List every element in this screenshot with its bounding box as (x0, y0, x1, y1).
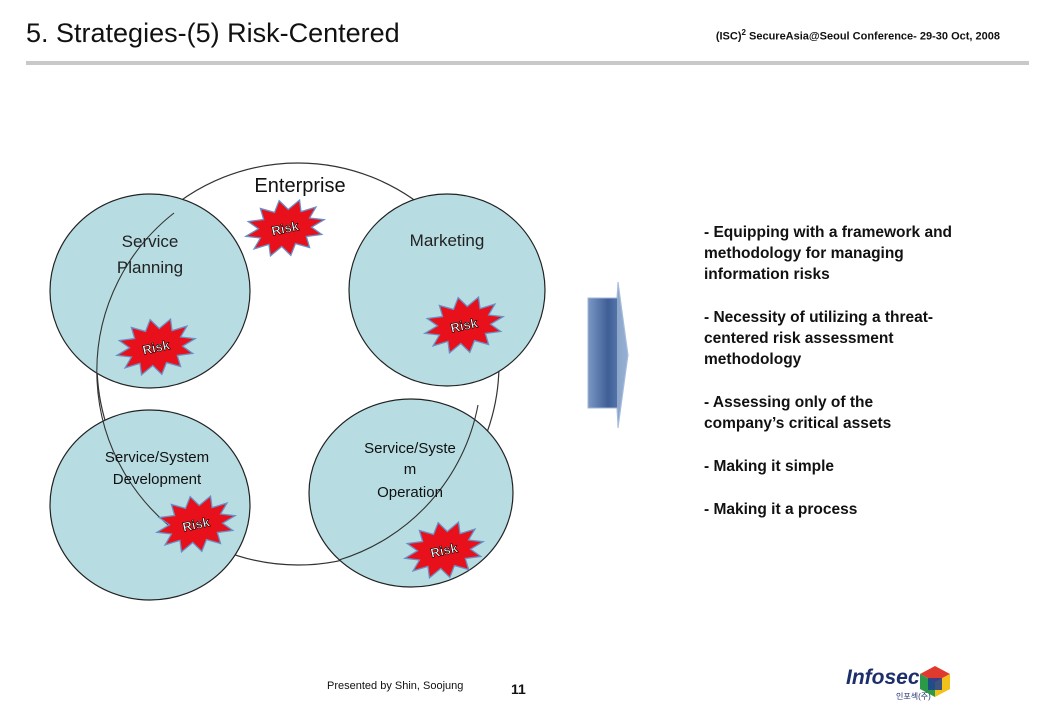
enterprise-overlap-arc-right (338, 404, 479, 561)
risk-burst-marketing: Risk (422, 295, 506, 355)
service-planning-label-line1: Service (122, 232, 179, 251)
enterprise-overlap-arc-left (96, 212, 185, 538)
infosec-logo: Infosec 인포섹(주) (846, 660, 950, 702)
risk-label: Risk (181, 514, 212, 535)
conference-prefix: (ISC) (715, 30, 742, 43)
bullet-item: - Necessity of utilizing a threat-center… (704, 309, 934, 368)
enterprise-label: Enterprise (254, 175, 345, 197)
bullet-item: - Equipping with a framework and methodo… (704, 224, 953, 283)
conference-superscript: 2 (741, 28, 746, 37)
risk-burst-development: Risk (154, 494, 238, 554)
logo-subtext: 인포섹(주) (896, 692, 931, 701)
strategy-bullet-list: - Equipping with a framework and methodo… (704, 222, 954, 542)
logo-cube-icon (920, 666, 950, 697)
conference-label: (ISC)2 SecureAsia@Seoul Conference- 29-3… (716, 28, 1000, 43)
marketing-circle (348, 193, 546, 387)
bullet-item: - Making it simple (704, 458, 835, 475)
operation-label-line1: Service/Syste (364, 440, 456, 457)
marketing-label: Marketing (410, 231, 485, 250)
right-arrow-icon (587, 281, 629, 429)
bullet-item: - Assessing only of the company’s critic… (704, 394, 892, 432)
risk-burst-enterprise: Risk (243, 198, 327, 258)
conference-rest: SecureAsia@Seoul Conference- 29-30 Oct, … (745, 30, 1000, 43)
service-planning-circle (49, 193, 251, 389)
development-label-line1: Service/System (105, 449, 209, 466)
service-planning-label-line2: Planning (117, 258, 183, 277)
risk-burst-operation: Risk (402, 520, 486, 580)
risk-label: Risk (141, 337, 172, 358)
risk-label: Risk (270, 218, 301, 239)
presenter-credit: Presented by Shin, Soojung (327, 680, 464, 692)
operation-label-line2: m (404, 461, 417, 478)
bullet-item: - Making it a process (704, 501, 858, 518)
page-title: 5. Strategies-(5) Risk-Centered (26, 18, 400, 48)
risk-burst-service-planning: Risk (114, 317, 198, 377)
logo-text: Infosec (846, 666, 920, 689)
risk-label: Risk (449, 315, 480, 336)
development-label-line2: Development (113, 471, 202, 488)
operation-label-line3: Operation (377, 484, 443, 501)
page-number: 11 (511, 681, 526, 697)
development-circle (49, 409, 251, 601)
header-divider (26, 61, 1029, 65)
risk-label: Risk (429, 540, 460, 561)
